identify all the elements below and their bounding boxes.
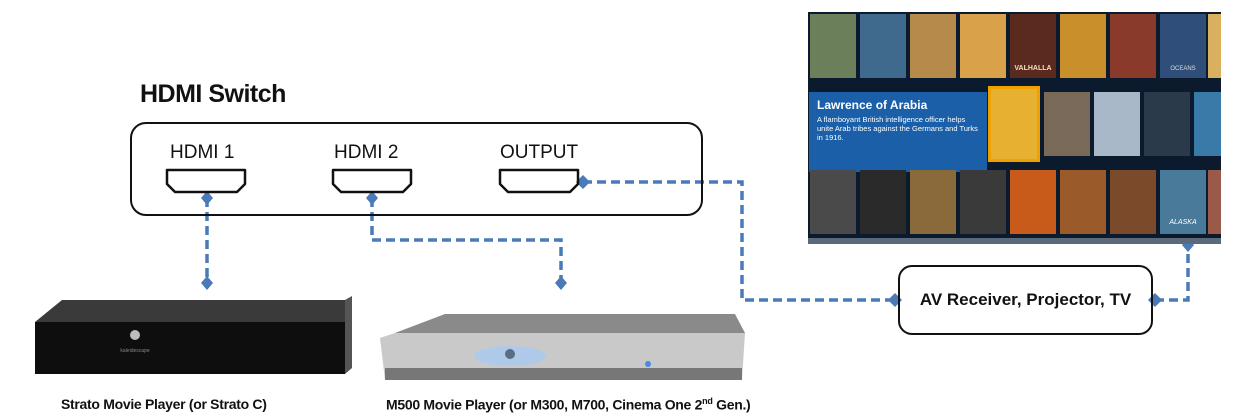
poster-tile (1208, 170, 1221, 234)
poster-tile (910, 170, 956, 234)
connector-dot (366, 191, 378, 205)
poster-tile (1144, 92, 1190, 156)
m500-caption-end: Gen.) (712, 396, 751, 413)
poster-tile (1094, 92, 1140, 156)
movie-browse-screen: VALHALLA OCEANS Lawrence of Arabia A fla… (808, 12, 1221, 244)
poster-row-partial (808, 238, 1221, 244)
poster-tile (1044, 92, 1090, 156)
connector-dot (555, 276, 567, 290)
poster-tile (1060, 170, 1106, 234)
port-label-hdmi2: HDMI 2 (334, 142, 399, 163)
poster-tile (1010, 170, 1056, 234)
poster-tile (960, 14, 1006, 78)
av-receiver-box: AV Receiver, Projector, TV (898, 265, 1153, 335)
poster-label: OCEANS (1170, 66, 1196, 72)
hdmi1-port-icon (165, 168, 247, 194)
receiver-to-screen-line (1155, 245, 1190, 302)
poster-tile: OCEANS (1160, 14, 1206, 78)
poster-tile (1110, 170, 1156, 234)
m500-caption: M500 Movie Player (or M300, M700, Cinema… (386, 396, 751, 413)
strato-caption: Strato Movie Player (or Strato C) (61, 396, 267, 412)
m500-caption-main: M500 Movie Player (or M300, M700, Cinema… (386, 396, 703, 413)
poster-label: VALHALLA (1014, 65, 1052, 72)
featured-movie-description: A flamboyant British intelligence office… (817, 115, 978, 142)
connector-dot (201, 276, 213, 290)
hdmi2-port-icon (331, 168, 413, 194)
switch-title: HDMI Switch (140, 80, 286, 108)
poster-tile (860, 170, 906, 234)
svg-text:kaleidescape: kaleidescape (120, 348, 149, 354)
port-label-output: OUTPUT (500, 142, 579, 163)
featured-movie-title: Lawrence of Arabia (817, 98, 928, 112)
poster-tile (960, 170, 1006, 234)
poster-tile (1208, 14, 1221, 78)
hdmi-switch-box (130, 122, 703, 216)
poster-tile-selected (988, 86, 1040, 162)
poster-tile (860, 14, 906, 78)
output-to-receiver-line (583, 180, 895, 302)
poster-tile (1060, 14, 1106, 78)
featured-movie-panel: Lawrence of Arabia A flamboyant British … (809, 92, 987, 172)
output-port-icon (498, 168, 580, 194)
poster-tile (910, 14, 956, 78)
poster-tile (1110, 14, 1156, 78)
poster-tile: ALASKA (1160, 170, 1206, 234)
poster-label: ALASKA (1169, 219, 1197, 226)
poster-tile: VALHALLA (1010, 14, 1056, 78)
hdmi2-to-m500-line (370, 198, 563, 282)
m500-player-image (380, 314, 745, 380)
av-receiver-label: AV Receiver, Projector, TV (919, 290, 1132, 309)
poster-tile (810, 14, 856, 78)
connector-dot (576, 175, 590, 189)
port-label-hdmi1: HDMI 1 (170, 142, 235, 163)
m500-caption-sup: nd (702, 396, 713, 406)
strato-player-image: kaleidescape (35, 296, 352, 374)
poster-tile (810, 170, 856, 234)
poster-tile (1194, 92, 1221, 156)
connector-dot (201, 191, 213, 205)
